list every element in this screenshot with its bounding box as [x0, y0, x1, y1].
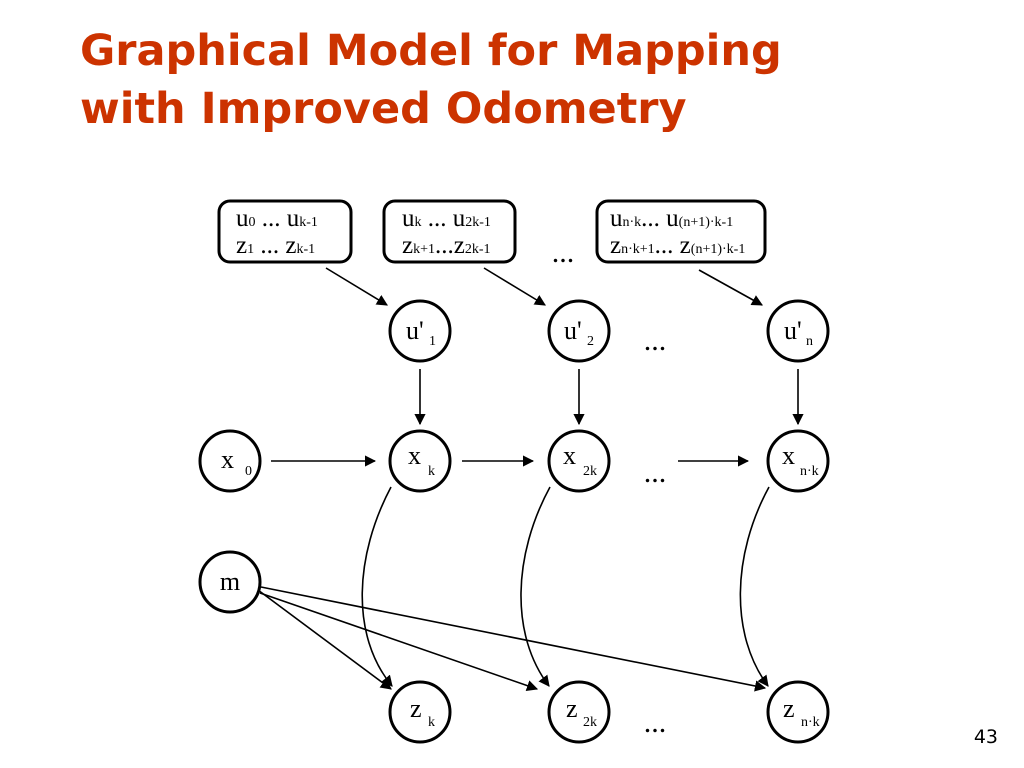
node-x2k-label: x	[563, 441, 576, 470]
node-u2-subscript: 2	[587, 334, 594, 349]
node-zk-label: z	[410, 694, 422, 723]
node-un: u' n	[766, 299, 830, 363]
slide-title-line-1: Graphical Model for Mapping	[80, 26, 782, 76]
node-zk-circle	[388, 680, 452, 744]
node-m-circle	[198, 550, 262, 614]
edge-m-to-z2k	[259, 592, 539, 691]
node-x0-label: x	[221, 445, 234, 474]
node-zk-subscript: k	[428, 715, 435, 730]
node-znk-circle	[766, 680, 830, 744]
edge-x2k-to-z2k	[520, 486, 551, 687]
node-xnk-subscript: n·k	[800, 464, 819, 479]
edge-box1-to-u1	[325, 267, 388, 306]
diagram-edges	[257, 267, 804, 692]
node-z2k: z 2k	[547, 680, 611, 744]
node-x2k: x 2k	[547, 429, 611, 493]
edge-xk-to-zk	[361, 486, 393, 687]
node-xk: xk	[388, 429, 452, 493]
measurement-box-line1: u0 ... uk-1	[236, 205, 318, 232]
diagram-ellipses: ... ... ... ...	[552, 236, 667, 739]
slide-number: 43	[973, 726, 998, 748]
edge-box3-to-un	[698, 269, 763, 306]
node-znk-label: z	[783, 694, 795, 723]
node-x2k-circle	[547, 429, 611, 493]
node-m: m	[198, 550, 262, 614]
edge-box2-to-u2	[483, 267, 546, 306]
node-xnk: x n·k	[766, 429, 830, 493]
node-u2-circle	[547, 299, 611, 363]
edge-m-to-zk	[257, 589, 392, 690]
node-un-circle	[766, 299, 830, 363]
node-u1-label: u'	[406, 316, 424, 345]
node-z2k-label: z	[566, 694, 578, 723]
ellipsis-u-row: ...	[644, 324, 667, 357]
ellipsis-x-row: ...	[644, 456, 667, 489]
measurement-box-line1: uk ... u2k-1	[402, 205, 491, 232]
ellipsis-z-row: ...	[644, 706, 667, 739]
node-m-label: m	[220, 567, 240, 596]
node-z2k-circle	[547, 680, 611, 744]
node-u1-subscript: 1	[429, 334, 436, 349]
node-x0-subscript: 0	[245, 464, 252, 479]
measurement-box-frame	[382, 199, 517, 264]
node-znk: z n·k	[766, 680, 830, 744]
node-xnk-circle	[766, 429, 830, 493]
node-znk-subscript: n·k	[801, 715, 820, 730]
slide-title-line-2: with Improved Odometry	[80, 84, 687, 134]
node-u2-label: u'	[564, 316, 582, 345]
measurement-box-2: uk ... u2k-1zk+1...z2k-1	[382, 199, 517, 264]
edge-m-to-znk	[260, 586, 767, 692]
measurement-box-line2: zk+1...z2k-1	[402, 232, 491, 259]
measurement-box-1: u0 ... uk-1z1 ... zk-1	[217, 199, 353, 264]
node-u2: u' 2	[547, 299, 611, 363]
node-un-label: u'	[784, 316, 802, 345]
node-z2k-subscript: 2k	[583, 715, 597, 730]
node-u1-circle	[388, 299, 452, 363]
node-xnk-label: x	[782, 441, 795, 470]
measurement-box-line2: z1 ... zk-1	[236, 232, 315, 259]
measurement-box-line1: un·k... u(n+1)·k-1	[610, 205, 733, 232]
node-xk-label: x	[408, 441, 421, 470]
node-xk-subscript: k	[428, 464, 435, 479]
node-x0-circle	[198, 429, 262, 493]
slide-title: Graphical Model for Mapping with Improve…	[80, 22, 980, 138]
measurement-box-frame	[595, 199, 767, 264]
ellipsis-boxes: ...	[552, 236, 575, 269]
node-xk-circle	[388, 429, 452, 493]
node-u1: u' 1	[388, 299, 452, 363]
measurement-box-3: un·k... u(n+1)·k-1zn·k+1... z(n+1)·k-1	[595, 199, 767, 264]
measurement-boxes: u0 ... uk-1z1 ... zk-1 uk ... u2k-1zk+1..…	[217, 199, 767, 264]
node-x2k-subscript: 2k	[583, 464, 597, 479]
measurement-box-line2: zn·k+1... z(n+1)·k-1	[610, 232, 745, 259]
measurement-box-frame	[217, 199, 353, 264]
edge-xnk-to-znk	[739, 486, 770, 687]
node-un-subscript: n	[806, 334, 813, 349]
